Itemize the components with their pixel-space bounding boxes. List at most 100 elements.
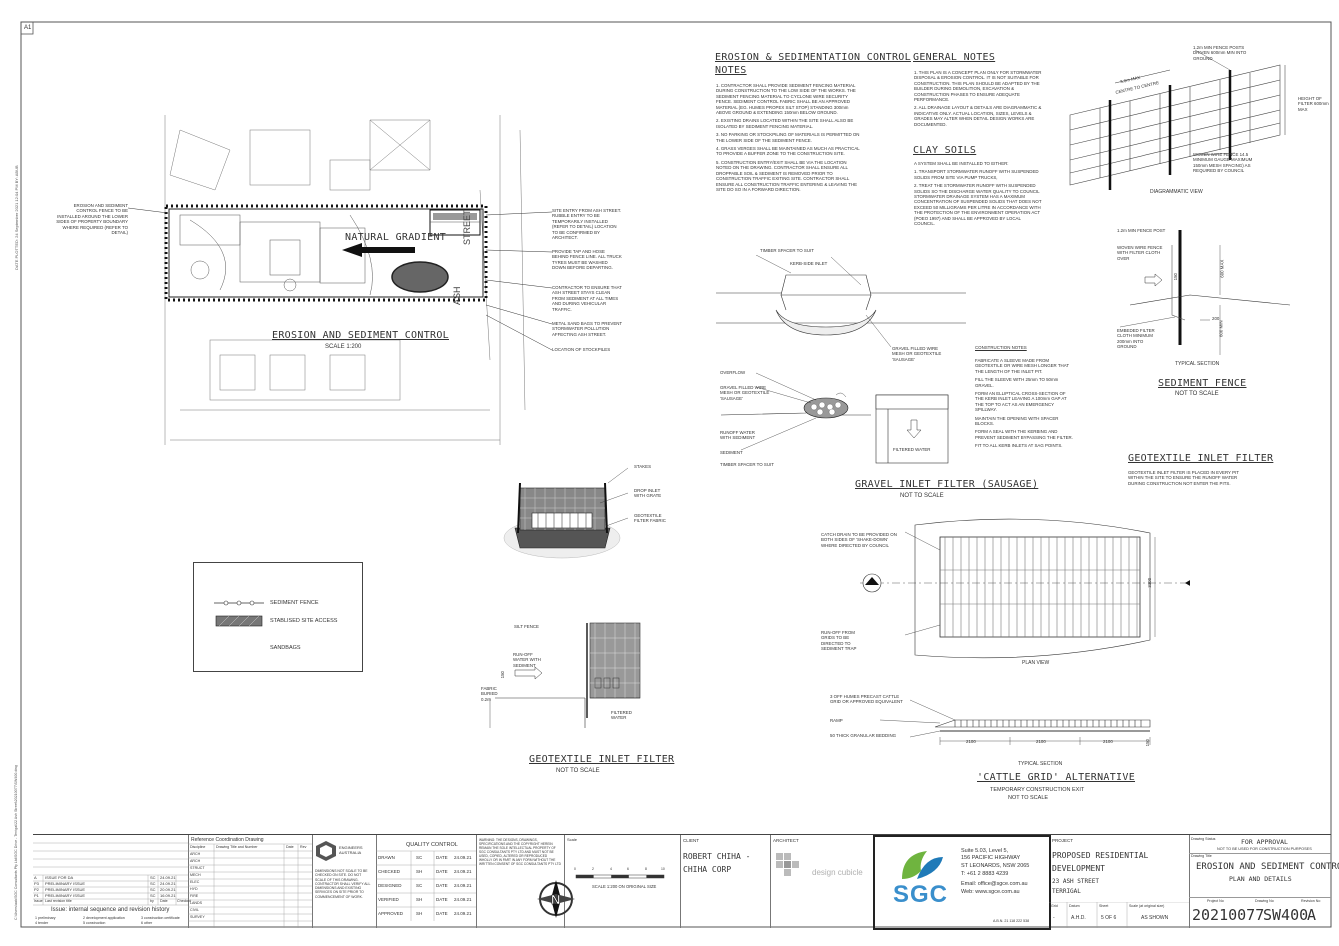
project-label: PROJECT bbox=[1052, 838, 1074, 843]
sf-caption: TYPICAL SECTION bbox=[1175, 361, 1220, 367]
qc-by: SC bbox=[416, 855, 423, 860]
callout-fence-leader bbox=[128, 207, 168, 214]
sf-dim-600max: 600 MAX bbox=[1219, 259, 1225, 278]
meta-label-scale: Scale (at original size) bbox=[1129, 904, 1165, 908]
sausage-filter-drawing bbox=[716, 255, 966, 464]
ref-discipline: ARCH bbox=[190, 852, 201, 856]
construction-notes-list: FABRICATE A SLEEVE MADE FROM GEOTEXTILE … bbox=[975, 358, 1075, 452]
disclaimer-text: DIMENSIONS NOT SCALE TO BE CHECKED ON SI… bbox=[315, 869, 371, 899]
legend-symbols bbox=[214, 600, 264, 627]
ref-col-discipline: Discipline bbox=[190, 845, 206, 849]
plot-stamp: DATE PLOTTED: 24 September 2021 12:04 PM… bbox=[14, 165, 19, 270]
ea-logo-icon bbox=[316, 841, 336, 861]
geo-left-filtered: FILTERED WATER bbox=[611, 710, 632, 721]
geo-left-fabric: FABRIC BURIED 0.2m bbox=[481, 686, 498, 702]
clay-soils-title: CLAY SOILS bbox=[913, 145, 977, 156]
sediment-fence-section-drawing bbox=[1120, 230, 1291, 355]
svg-text:STREET: STREET bbox=[462, 209, 472, 245]
geo-left-dim: 150 bbox=[499, 671, 505, 679]
scale-label: Scale bbox=[567, 837, 578, 842]
copyright-block: WARNING: THE DESIGNS, DRAWINGS, SPECIFIC… bbox=[476, 835, 575, 928]
fence-diagram-drawing bbox=[1069, 49, 1286, 190]
clay-soils-list: A SYSTEM SHALL BE INSTALLED TO EITHER: 1… bbox=[914, 161, 1042, 229]
geo-left-title: GEOTEXTILE INLET FILTER bbox=[529, 754, 675, 765]
divider bbox=[1189, 853, 1331, 854]
sausage-sub: NOT TO SCALE bbox=[900, 493, 944, 499]
construction-note: FABRICATE A SLEEVE MADE FROM GEOTEXTILE … bbox=[975, 358, 1069, 374]
drop-inlet-stakes: STAKES bbox=[634, 464, 651, 469]
client-name-2: CHIHA CORP bbox=[683, 865, 732, 874]
project-block: PROJECT PROPOSED RESIDENTIAL DEVELOPMENT… bbox=[1049, 835, 1190, 928]
scale-block: Scale 0 2 4 6 8 10 SCALE 1:200 ON ORIGIN… bbox=[564, 835, 681, 928]
meta-sheet-value: 5 OF 6 bbox=[1101, 915, 1117, 921]
construction-note: FILL THE SLEEVE WITH 25mm TO 50mm GRAVEL… bbox=[975, 377, 1059, 388]
qc-role: CHECKED bbox=[378, 869, 401, 874]
qc-by: SH bbox=[416, 869, 423, 874]
qc-role: APPROVED bbox=[378, 911, 404, 916]
sgc-abn: A.B.N. 21 118 222 538 bbox=[993, 919, 1030, 923]
clay-note: A SYSTEM SHALL BE INSTALLED TO EITHER: bbox=[914, 161, 1009, 166]
status-note: NOT TO BE USED FOR CONSTRUCTION PURPOSES bbox=[1217, 847, 1312, 851]
cattle-sub-1: TEMPORARY CONSTRUCTION EXIT bbox=[990, 787, 1085, 793]
drawing-title-1: EROSION AND SEDIMENT CONTROL bbox=[1196, 862, 1339, 872]
cattle-dim-3: 2100 bbox=[1103, 739, 1113, 744]
scale-bar-label: SCALE 1:200 ON ORIGINAL SIZE bbox=[592, 884, 657, 889]
geo-left-runoff: RUN-OFF WATER WITH SEDIMENT bbox=[513, 652, 541, 668]
meta-label-grid: Grid bbox=[1051, 904, 1058, 908]
revision-number: A bbox=[1307, 906, 1317, 924]
cattle-ramp: RAMP bbox=[830, 718, 843, 723]
scale-tick: 2 bbox=[592, 867, 594, 871]
issue-code: 5 construction bbox=[83, 921, 106, 925]
construction-note: MAINTAIN THE OPENING WITH SPACER BLOCKS. bbox=[975, 415, 1059, 427]
meta-grid-value: - bbox=[1053, 915, 1055, 921]
ref-discipline: MECH bbox=[190, 873, 201, 877]
rev-by: SC bbox=[150, 887, 156, 892]
svg-text:ASH: ASH bbox=[452, 286, 462, 305]
architect-block: ARCHITECT design cubicle bbox=[770, 835, 874, 928]
drop-inlet-fabric: GEOTEXTILE FILTER FABRIC bbox=[634, 513, 666, 524]
cattle-humes: 3 OFF HUMES PRECAST CATTLE GRID OR APPRO… bbox=[830, 694, 903, 705]
qc-date-label: DATE bbox=[436, 883, 448, 888]
rev-desc: PRELIMINARY ISSUE bbox=[45, 893, 86, 898]
drawing-number: SW400 bbox=[1263, 906, 1309, 924]
geotextile-section-drawing bbox=[489, 622, 641, 728]
rev-col-date: Date bbox=[160, 899, 168, 903]
esc-notes-list: 1. CONTRACTOR SHALL PROVIDE SEDIMENT FEN… bbox=[716, 83, 862, 195]
scale-bar bbox=[575, 874, 665, 879]
sf-woven-label: WOVEN WIRE FENCE WITH FILTER CLOTH OVER bbox=[1117, 245, 1163, 261]
revision-no-label: Revision No bbox=[1301, 899, 1321, 903]
sgc-block: SGC Suite 5.03, Level 5, 156 PACIFIC HIG… bbox=[873, 835, 1051, 930]
ref-discipline: LANDS bbox=[190, 901, 202, 905]
revision-history: A ISSUE FOR DA SC 24.09.21 P3 PRELIMINAR… bbox=[33, 835, 191, 928]
sgc-address-line: ST LEONARDS, NSW 2065 bbox=[961, 863, 1030, 869]
legend-item-sandbags: SANDBAGS bbox=[270, 645, 301, 651]
divider bbox=[1189, 897, 1331, 898]
issue-code: 4 tender bbox=[35, 921, 49, 925]
cattle-grid-drawing bbox=[860, 518, 1190, 745]
fence-posts-label: 1.2m MIN FENCE POSTS DRIVEN 600mm MIN IN… bbox=[1193, 45, 1247, 61]
geo-right-text: GEOTEXTILE INLET FILTER IS PLACED IN EVE… bbox=[1128, 470, 1239, 486]
scale-tick: 10 bbox=[661, 867, 665, 871]
sausage-title: GRAVEL INLET FILTER (SAUSAGE) bbox=[855, 479, 1039, 490]
client-block: CLIENT ROBERT CHIHA - CHIHA CORP bbox=[680, 835, 771, 928]
rev-col-by: by bbox=[150, 899, 154, 903]
drawing-no-label: Drawing No bbox=[1255, 899, 1274, 903]
drawing-title-2: PLAN AND DETAILS bbox=[1229, 875, 1292, 883]
revision-grid bbox=[33, 842, 188, 906]
cattle-dim-2: 2100 bbox=[1036, 739, 1046, 744]
sgc-address-line: 156 PACIFIC HIGHWAY bbox=[961, 855, 1021, 861]
issue-code: 6 other bbox=[141, 921, 153, 925]
sausage-mesh-bottom: GRAVEL FILLED WIRE MESH OR GEOTEXTILE 'S… bbox=[720, 385, 770, 401]
geo-right-title: GEOTEXTILE INLET FILTER bbox=[1128, 453, 1274, 464]
general-note: 2. ALL DRAINAGE LAYOUT & DETAILS ARE DIA… bbox=[914, 105, 1042, 127]
issue-history-title: Issue: internal sequence and revision hi… bbox=[51, 907, 170, 913]
rev-date: 24.09.21 bbox=[160, 881, 176, 886]
sf-post-label: 1.2m MIN FENCE POST bbox=[1117, 228, 1166, 233]
qc-date-label: DATE bbox=[436, 869, 448, 874]
copyright-text: WARNING: THE DESIGNS, DRAWINGS, SPECIFIC… bbox=[479, 838, 561, 866]
sheet-size-label: A1 bbox=[24, 25, 32, 31]
ref-discipline: SURVEY bbox=[190, 915, 205, 919]
general-notes-list: 1. THIS PLAN IS A CONCEPT PLAN ONLY FOR … bbox=[914, 70, 1042, 130]
qc-role: DESIGNED bbox=[378, 883, 402, 888]
rev-code: P3 bbox=[34, 881, 39, 886]
